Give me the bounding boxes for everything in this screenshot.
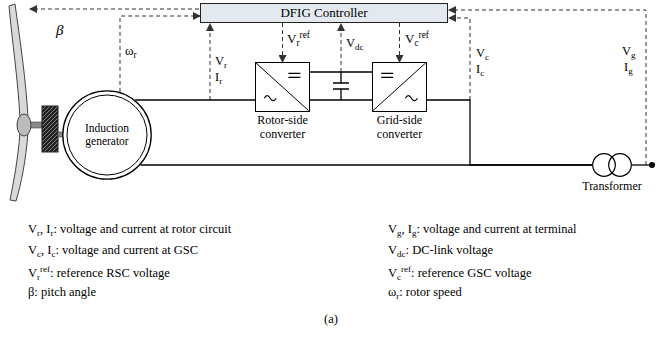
generator-stator-ring — [63, 91, 151, 179]
dc-link-measurement-line — [341, 24, 342, 72]
signal-connector — [282, 23, 283, 62]
rotor-measurement-line — [210, 24, 211, 100]
subscript: c — [485, 52, 489, 62]
subscript: dc — [397, 249, 406, 259]
definition-text: ωr: rotor speed — [388, 285, 462, 301]
converter-box: Grid-side converter — [372, 62, 427, 112]
subscript: r — [37, 228, 40, 238]
converter-diagonal — [256, 63, 309, 111]
edge-label: ωr — [125, 44, 137, 61]
signal-label: Ir — [215, 70, 222, 86]
node-label: Transformer — [582, 180, 642, 194]
subfigure-label: (a) — [324, 312, 338, 326]
subscript: r — [224, 60, 227, 70]
signal-label: Vg — [622, 44, 636, 60]
pitch-signal-line — [30, 9, 199, 10]
subscript: c — [397, 272, 401, 282]
converter-symbol — [256, 63, 311, 113]
power-wire — [135, 99, 255, 100]
definition-text: β: pitch angle — [28, 285, 96, 299]
turbine-hub — [17, 114, 31, 136]
terminal-dot — [649, 162, 655, 168]
converter-box: Rotor-side converter — [255, 62, 310, 112]
edge-label: Vcref — [405, 30, 429, 49]
subscript: dc — [355, 42, 364, 52]
converter-diagonal — [373, 63, 426, 111]
signal-label: Ig — [624, 60, 633, 76]
dc-symbol — [381, 73, 393, 77]
subscript: g — [628, 66, 633, 76]
gsc-measurement-line — [449, 18, 470, 100]
edge-label: Vrref — [287, 30, 310, 49]
superscript: ref — [40, 264, 50, 274]
turbine-blade — [9, 4, 28, 118]
terminal-measurement-line — [449, 10, 646, 165]
signal-connector — [120, 16, 200, 92]
power-wire — [427, 100, 592, 165]
dc-symbol — [288, 73, 300, 77]
power-wire — [310, 71, 372, 72]
subscript: g — [412, 228, 417, 238]
node-label: DFIG Controller — [280, 6, 367, 21]
gearbox — [42, 106, 58, 152]
superscript: ref — [419, 30, 429, 40]
turbine-blade — [10, 132, 28, 201]
definition-text: Vc, Ic: voltage and current at GSC — [28, 243, 198, 259]
transformer-coils — [592, 153, 632, 177]
subscript: c — [414, 38, 418, 48]
ac-symbol — [405, 96, 417, 101]
subscript: c — [480, 68, 484, 78]
converter-symbol — [373, 63, 428, 113]
node-label: Rotor-side converter — [238, 114, 328, 142]
subscript: c — [37, 249, 41, 259]
definition-text: Vdc: DC-link voltage — [388, 243, 493, 259]
ac-symbol — [264, 96, 276, 101]
definition-text: Vr, Ir: voltage and current at rotor cir… — [28, 222, 231, 238]
superscript: ref — [300, 30, 310, 40]
subscript: r — [134, 50, 137, 60]
transformer-winding — [609, 154, 632, 177]
transformer-symbol: Transformer — [592, 153, 632, 177]
signal-label: Vc — [476, 46, 489, 62]
signal-label: Vr — [215, 54, 227, 70]
definition-text: Vcref: reference GSC voltage — [388, 264, 531, 282]
definition-text: Vrref: reference RSC voltage — [28, 264, 170, 282]
definition-text: Vg, Ig: voltage and current at terminal — [388, 222, 576, 238]
controller-box: DFIG Controller — [200, 3, 448, 23]
subscript: g — [397, 228, 402, 238]
superscript: ref — [401, 264, 411, 274]
generator-rotor-ring — [67, 95, 147, 175]
dc-link-capacitor — [333, 72, 349, 100]
subscript: r — [296, 38, 299, 48]
generator-circle: Induction generator — [62, 90, 152, 180]
signal-label: Ic — [476, 62, 484, 78]
subscript: r — [219, 76, 222, 86]
node-label: Induction generator — [75, 122, 140, 148]
subscript: r — [37, 272, 40, 282]
subscript: g — [631, 50, 636, 60]
signal-connector — [399, 23, 400, 62]
signal-label: Vdc — [346, 36, 364, 52]
low-speed-shaft — [31, 122, 42, 128]
pitch-symbol: β — [56, 22, 63, 39]
subscript: r — [396, 291, 399, 301]
subscript: c — [51, 249, 55, 259]
node-label: Grid-side converter — [355, 114, 445, 142]
subscript: r — [50, 228, 53, 238]
